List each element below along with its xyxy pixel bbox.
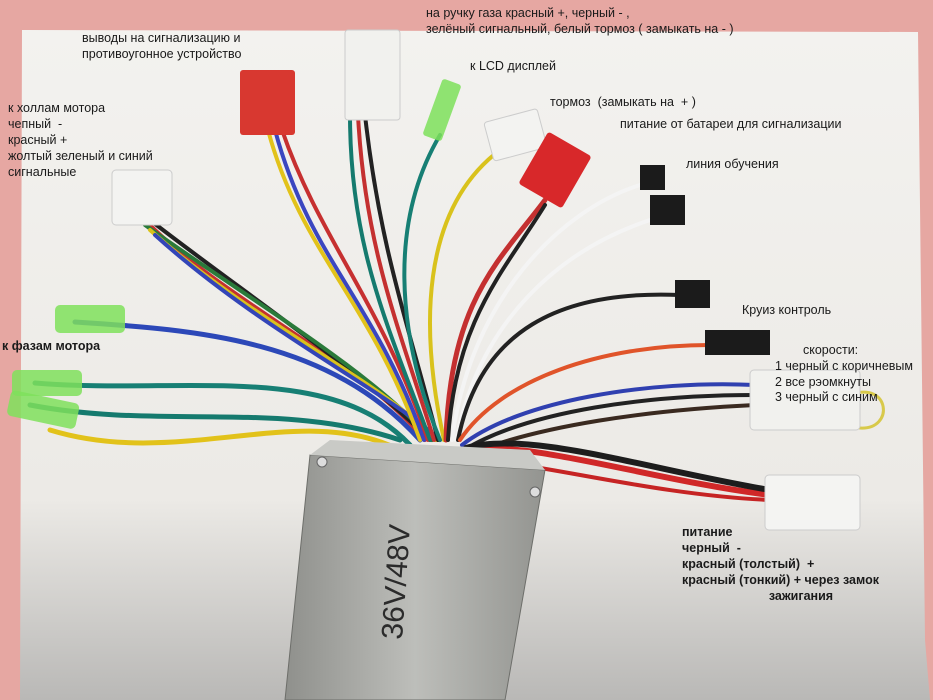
label-cruise: Круиз контроль (742, 303, 832, 317)
label-speed-1: 1 черный с коричневым (775, 359, 913, 373)
label-alarm-power: питание от батареи для сигнализации (620, 117, 842, 131)
connectors (7, 29, 861, 531)
label-lcd: к LCD дисплей (470, 59, 556, 73)
label-alarm: выводы на сигнализацию и противоугонное … (82, 31, 242, 61)
label-learning-line: линия обучения (686, 157, 779, 171)
controller-box (284, 440, 546, 700)
label-speeds-title: скорости: (803, 343, 859, 357)
label-speed-2: 2 все рэомкнуты (775, 375, 871, 389)
label-power: питание черный - красный (толстый) + кра… (682, 525, 879, 603)
label-brake: тормоз (замыкать на + ) (550, 95, 696, 109)
label-speed-3: 3 черный с синим (775, 390, 878, 404)
wire-bundle (27, 113, 885, 502)
label-phases: к фазам мотора (2, 339, 101, 353)
label-throttle: на ручку газа красный +, черный - , зелё… (426, 6, 734, 36)
controller-marking: 36V/48V (376, 523, 417, 640)
label-hall: к холлам мотора чепный - красный + жолты… (8, 101, 153, 179)
paper-sheet (20, 30, 930, 700)
